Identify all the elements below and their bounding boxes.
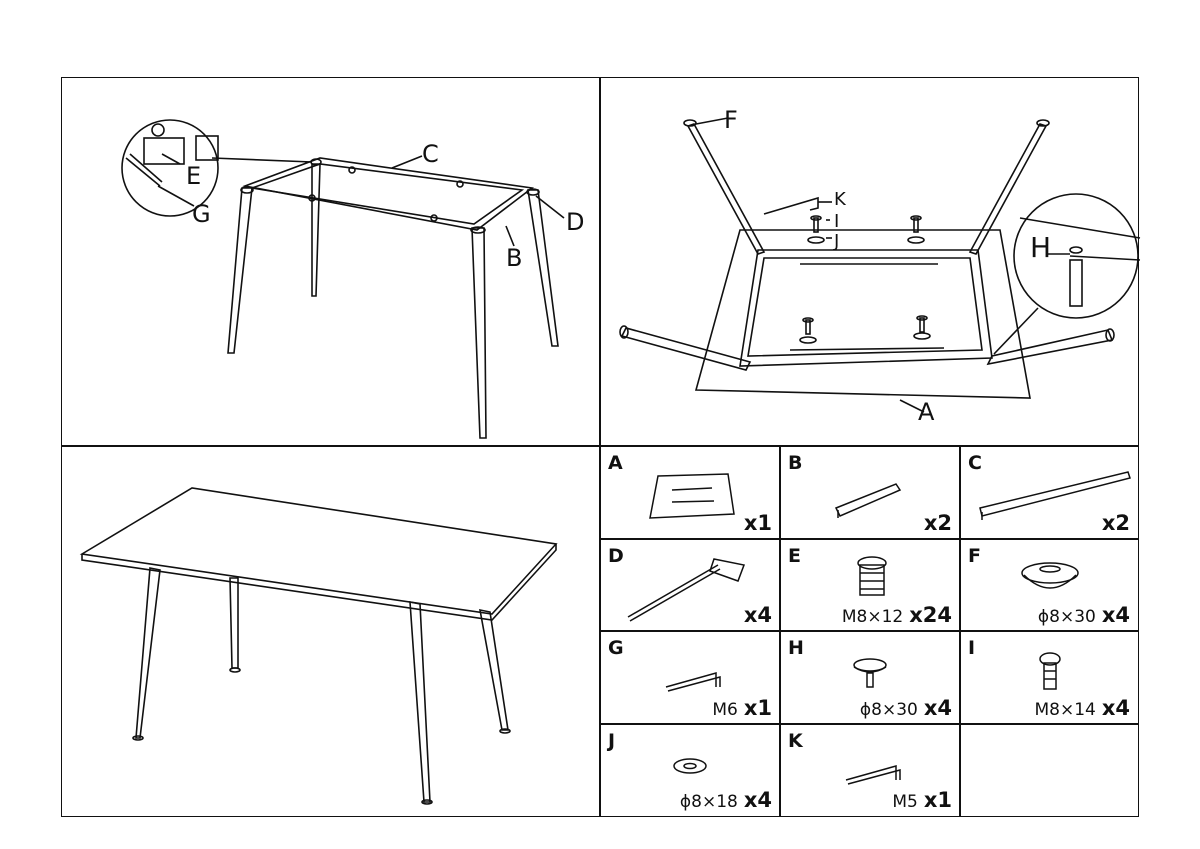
label-c: C [422, 140, 439, 168]
label-e: E [186, 162, 202, 190]
short-rail-icon [834, 483, 902, 518]
part-spec: x2 [918, 511, 952, 535]
part-quantity: x1 [743, 696, 772, 720]
tabletop-icon [649, 473, 735, 519]
part-quantity: x24 [909, 603, 952, 627]
part-cell-c: C x2 [959, 445, 1139, 540]
long-rail-icon [979, 471, 1131, 520]
label-d: D [566, 208, 585, 236]
part-cell-a: A x1 [599, 445, 781, 540]
part-size: ϕ8×30 [859, 700, 918, 720]
part-quantity: x2 [1101, 511, 1130, 535]
part-size: M6 [712, 700, 738, 720]
part-cell-empty [959, 723, 1139, 817]
part-size: M8×12 [841, 607, 904, 627]
leveler-icon [853, 658, 887, 688]
part-letter: B [788, 452, 803, 474]
table-leg-icon [627, 558, 746, 622]
part-letter: J [608, 730, 616, 752]
panel-frame-assembly: C E G B D [61, 77, 601, 447]
part-letter: A [608, 452, 623, 474]
part-quantity: x4 [923, 696, 952, 720]
part-letter: D [608, 545, 624, 567]
part-letter: I [968, 637, 976, 659]
label-f: F [724, 106, 738, 134]
part-spec: x4 [738, 603, 772, 627]
part-quantity: x4 [743, 603, 772, 627]
part-quantity: x4 [1101, 696, 1130, 720]
allen-key-icon [665, 672, 721, 692]
panel-top-assembly: F K I J H A [599, 77, 1141, 447]
part-spec: x1 [738, 511, 772, 535]
label-g: G [192, 200, 211, 228]
part-size: ϕ8×18 [679, 792, 738, 812]
label-a: A [918, 398, 935, 426]
label-k: K [834, 189, 846, 210]
bolt-icon [1039, 652, 1061, 690]
finished-table-drawing [79, 487, 558, 805]
part-letter: H [788, 637, 804, 659]
part-spec [1124, 788, 1130, 812]
part-quantity: x1 [743, 511, 772, 535]
foot-glide-icon [1021, 562, 1079, 589]
part-quantity: x2 [923, 511, 952, 535]
part-letter: K [788, 730, 803, 752]
panel-finished-table [61, 445, 601, 817]
part-quantity: x4 [1101, 603, 1130, 627]
washer-icon [673, 758, 707, 774]
label-j: J [834, 231, 840, 252]
part-size: ϕ8×30 [1037, 607, 1096, 627]
part-cell-d: D x4 [599, 538, 781, 632]
part-size: M5 [892, 792, 918, 812]
part-letter: F [968, 545, 981, 567]
top-assembly-drawing [619, 117, 1141, 413]
label-h: H [1030, 231, 1052, 264]
part-size: M8×14 [1034, 700, 1096, 720]
part-letter: G [608, 637, 624, 659]
part-cell-b: B x2 [779, 445, 961, 540]
label-b: B [506, 244, 523, 272]
threaded-insert-icon [857, 556, 887, 596]
part-quantity: x4 [743, 788, 772, 812]
allen-key-icon [845, 765, 901, 785]
label-i: I [834, 211, 840, 232]
part-letter: C [968, 452, 982, 474]
part-spec: x2 [1096, 511, 1130, 535]
part-quantity: x1 [923, 788, 952, 812]
frame-assembly-drawing [121, 119, 565, 439]
part-letter: E [788, 545, 801, 567]
